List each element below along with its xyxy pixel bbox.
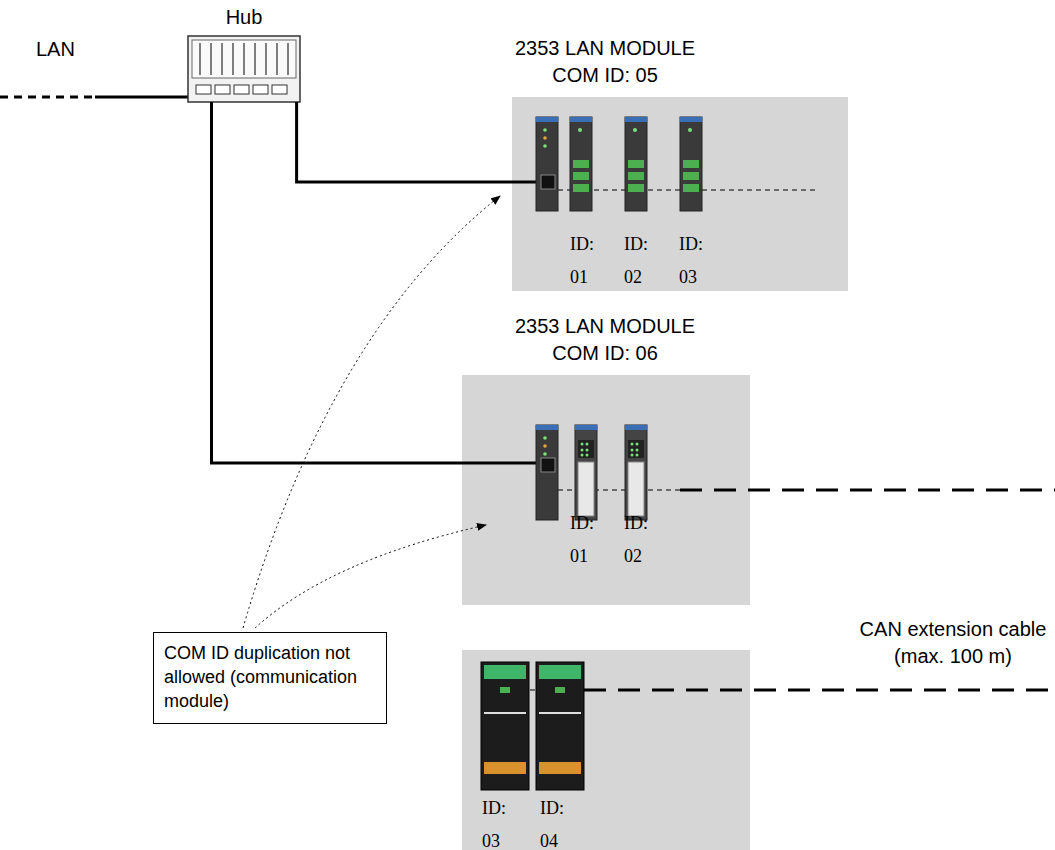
panel-ground — [462, 650, 750, 850]
heading-text: Hub — [196, 4, 292, 31]
callout-box: COM ID duplication not allowed (communic… — [153, 632, 387, 724]
cable-label: CAN extension cable (max. 100 m) — [856, 616, 1050, 670]
lan-cable — [297, 102, 512, 182]
panel-ground — [512, 97, 848, 291]
module-id: ID: 03 — [679, 228, 713, 294]
lan-cable — [212, 102, 463, 463]
lan-cable — [0, 97, 188, 98]
module-id: ID: 02 — [624, 507, 658, 573]
callout-text: COM ID duplication not allowed (communic… — [164, 641, 376, 713]
module-panel: 2353 LAN MODULE COM ID: 06 — [462, 375, 750, 605]
module-id: ID: 01 — [570, 507, 604, 573]
module-row — [462, 425, 1055, 520]
module-row — [481, 662, 1055, 790]
heading-text: 2353 LAN MODULE COM ID: 06 — [510, 313, 700, 367]
cable-label: LAN — [36, 36, 96, 63]
leader-arrow — [243, 196, 500, 628]
module-panel: 2353 LAN MODULE COM ID: 05 — [512, 97, 848, 291]
heading-text: 2353 LAN MODULE COM ID: 05 — [510, 35, 700, 89]
hub-symbol — [188, 36, 300, 102]
module-id: ID: 01 — [570, 228, 604, 294]
module-row — [512, 117, 818, 211]
module-id: ID: 03 — [482, 792, 516, 850]
hub-box: Hub — [188, 36, 300, 102]
module-id: ID: 02 — [624, 228, 658, 294]
panel-ground — [462, 375, 750, 605]
module-id: ID: 04 — [540, 792, 574, 850]
